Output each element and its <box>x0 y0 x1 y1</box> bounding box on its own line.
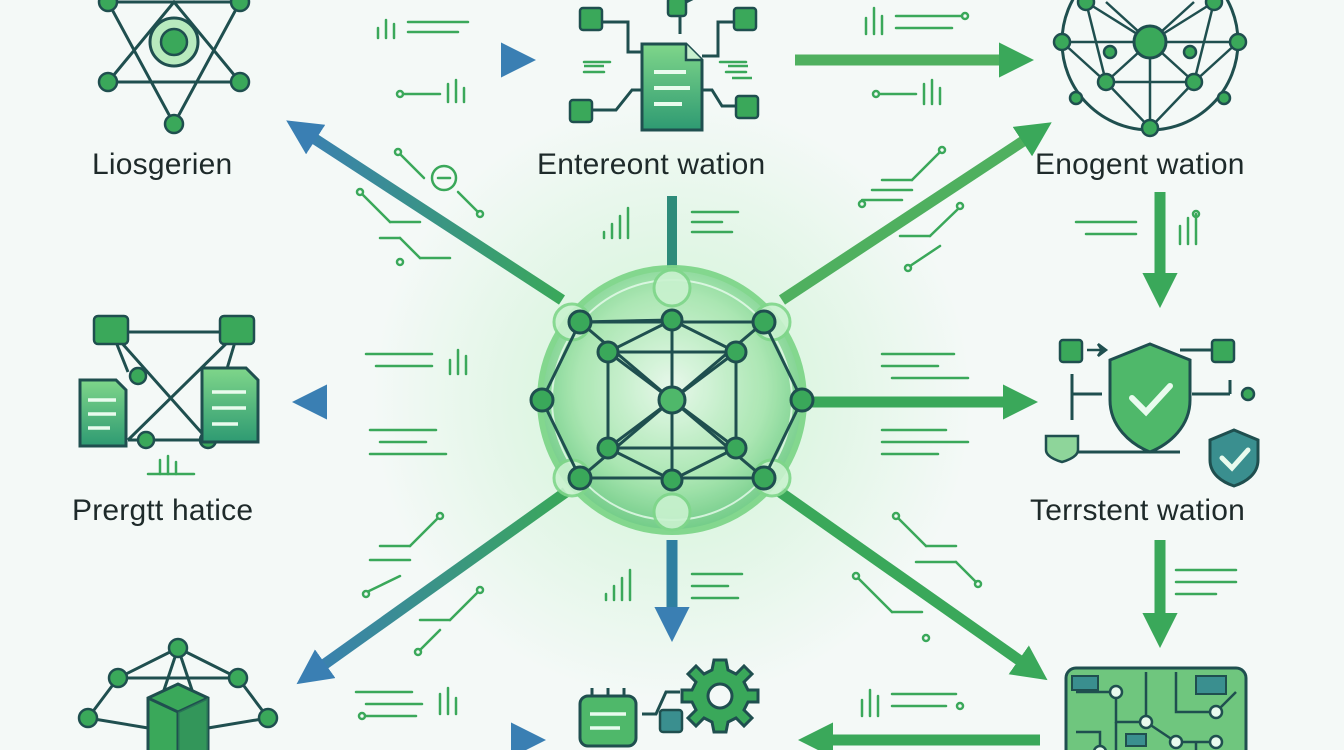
arrow-hub-to-top-right <box>778 122 1052 305</box>
document-flow-icon <box>568 0 760 132</box>
arrow-hub-to-bottom-right <box>776 487 1048 681</box>
circuit-map-icon <box>1064 666 1248 750</box>
node-label-top-center: Entereont wation <box>537 148 766 181</box>
central-hub-network-icon <box>529 265 815 535</box>
network-graph-icon <box>97 0 251 135</box>
linked-documents-icon <box>78 314 260 450</box>
arrow-hub-to-top-left <box>286 120 566 305</box>
shield-check-icon <box>1044 338 1260 488</box>
node-label-top-left: Liosgerien <box>92 148 233 181</box>
node-label-top-right: Enogent wation <box>1035 148 1245 181</box>
gear-device-icon <box>578 658 760 748</box>
node-label-mid-right: Terrstent wation <box>1030 494 1245 527</box>
globe-network-icon <box>1052 0 1248 138</box>
decorative-signal-glyphs <box>146 6 1238 721</box>
node-label-mid-left: Prergtt hatice <box>72 494 254 527</box>
arrow-hub-to-bottom-left <box>296 487 570 685</box>
cube-network-icon <box>77 637 279 750</box>
connector-arrows <box>278 42 1178 750</box>
